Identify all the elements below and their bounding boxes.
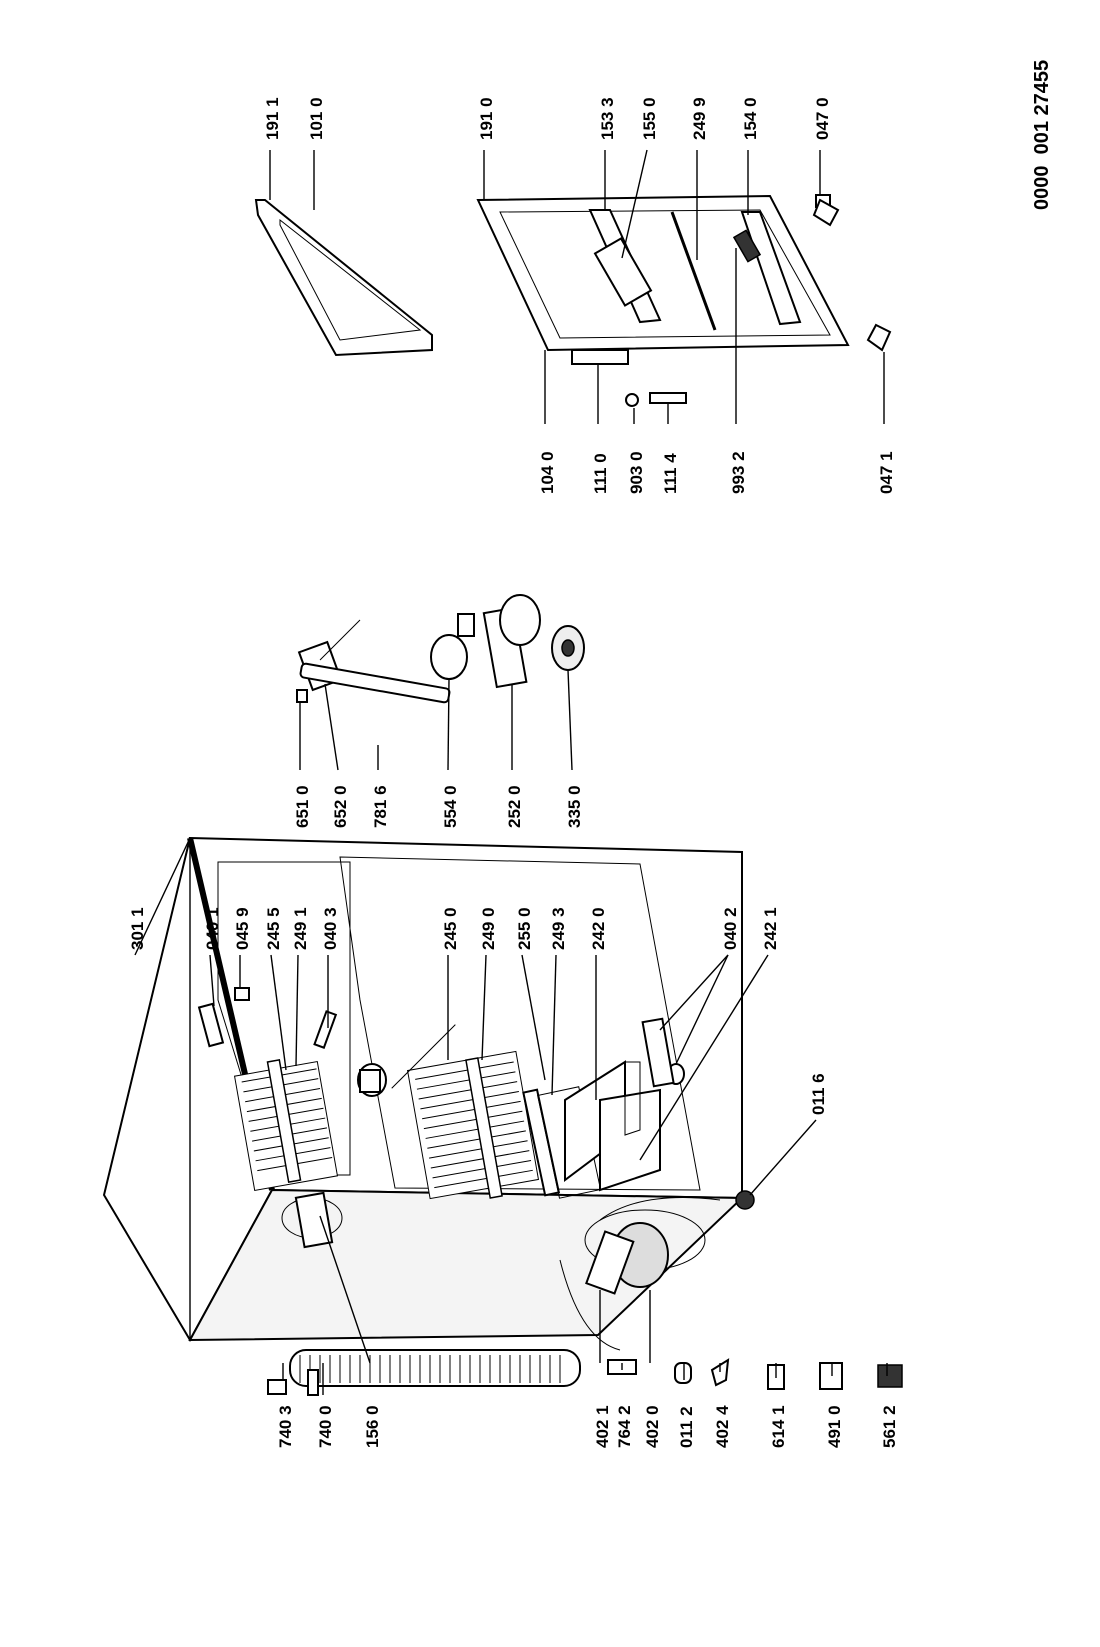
label-101-0: 101 0 bbox=[307, 97, 326, 140]
label-191-0: 191 0 bbox=[477, 97, 496, 140]
label-242-1: 242 1 bbox=[761, 907, 780, 950]
label-249-0: 249 0 bbox=[479, 907, 498, 950]
label-781-6: 781 6 bbox=[371, 785, 390, 828]
label-764-2: 764 2 bbox=[615, 1405, 634, 1448]
label-740-0: 740 0 bbox=[316, 1405, 335, 1448]
label-652-0: 652 0 bbox=[331, 785, 350, 828]
label-245-0: 245 0 bbox=[441, 907, 460, 950]
label-242-0: 242 0 bbox=[589, 907, 608, 950]
label-047-1: 047 1 bbox=[877, 451, 896, 494]
label-335-0: 335 0 bbox=[565, 785, 584, 828]
label-249-3: 249 3 bbox=[549, 907, 568, 950]
label-011-6: 011 6 bbox=[809, 1073, 828, 1115]
label-491-0: 491 0 bbox=[825, 1405, 844, 1448]
middle-parts bbox=[296, 594, 585, 704]
label-104-0: 104 0 bbox=[538, 451, 557, 494]
label-255-0: 255 0 bbox=[515, 907, 534, 950]
label-740-3: 740 3 bbox=[276, 1405, 295, 1448]
label-561-2: 561 2 bbox=[880, 1405, 899, 1448]
part-labels: 740 3 740 0 156 0 402 1 764 2 402 0 011 … bbox=[128, 60, 1053, 1448]
label-040-1: 040 1 bbox=[203, 907, 222, 950]
document-reference: 0000 001 27455 bbox=[1031, 60, 1053, 210]
label-111-4: 111 4 bbox=[661, 453, 680, 494]
label-154-0: 154 0 bbox=[741, 97, 760, 140]
label-614-1: 614 1 bbox=[769, 1405, 788, 1448]
label-155-0: 155 0 bbox=[640, 97, 659, 140]
label-301-1: 301 1 bbox=[128, 907, 147, 950]
loose-parts-left bbox=[197, 987, 903, 1396]
label-249-9: 249 9 bbox=[690, 97, 709, 140]
label-045-9: 045 9 bbox=[233, 907, 252, 950]
cabinet-drawing bbox=[102, 836, 745, 1387]
label-402-4: 402 4 bbox=[713, 1405, 732, 1448]
label-402-0: 402 0 bbox=[643, 1405, 662, 1448]
door-drawings bbox=[254, 194, 892, 407]
label-651-0: 651 0 bbox=[293, 785, 312, 828]
label-249-1: 249 1 bbox=[291, 907, 310, 950]
label-402-1: 402 1 bbox=[593, 1405, 612, 1448]
label-191-1: 191 1 bbox=[263, 97, 282, 140]
label-993-2: 993 2 bbox=[729, 451, 748, 494]
label-156-0: 156 0 bbox=[363, 1405, 382, 1448]
label-245-5: 245 5 bbox=[264, 907, 283, 950]
label-040-3: 040 3 bbox=[321, 907, 340, 950]
label-011-2: 011 2 bbox=[677, 1406, 696, 1448]
label-554-0: 554 0 bbox=[441, 785, 460, 828]
leader-lines bbox=[134, 149, 888, 1395]
label-903-0: 903 0 bbox=[627, 451, 646, 494]
label-153-3: 153 3 bbox=[598, 97, 617, 140]
label-111-0: 111 0 bbox=[591, 453, 610, 494]
label-252-0: 252 0 bbox=[505, 785, 524, 828]
label-047-0: 047 0 bbox=[813, 97, 832, 140]
label-040-2: 040 2 bbox=[721, 907, 740, 950]
